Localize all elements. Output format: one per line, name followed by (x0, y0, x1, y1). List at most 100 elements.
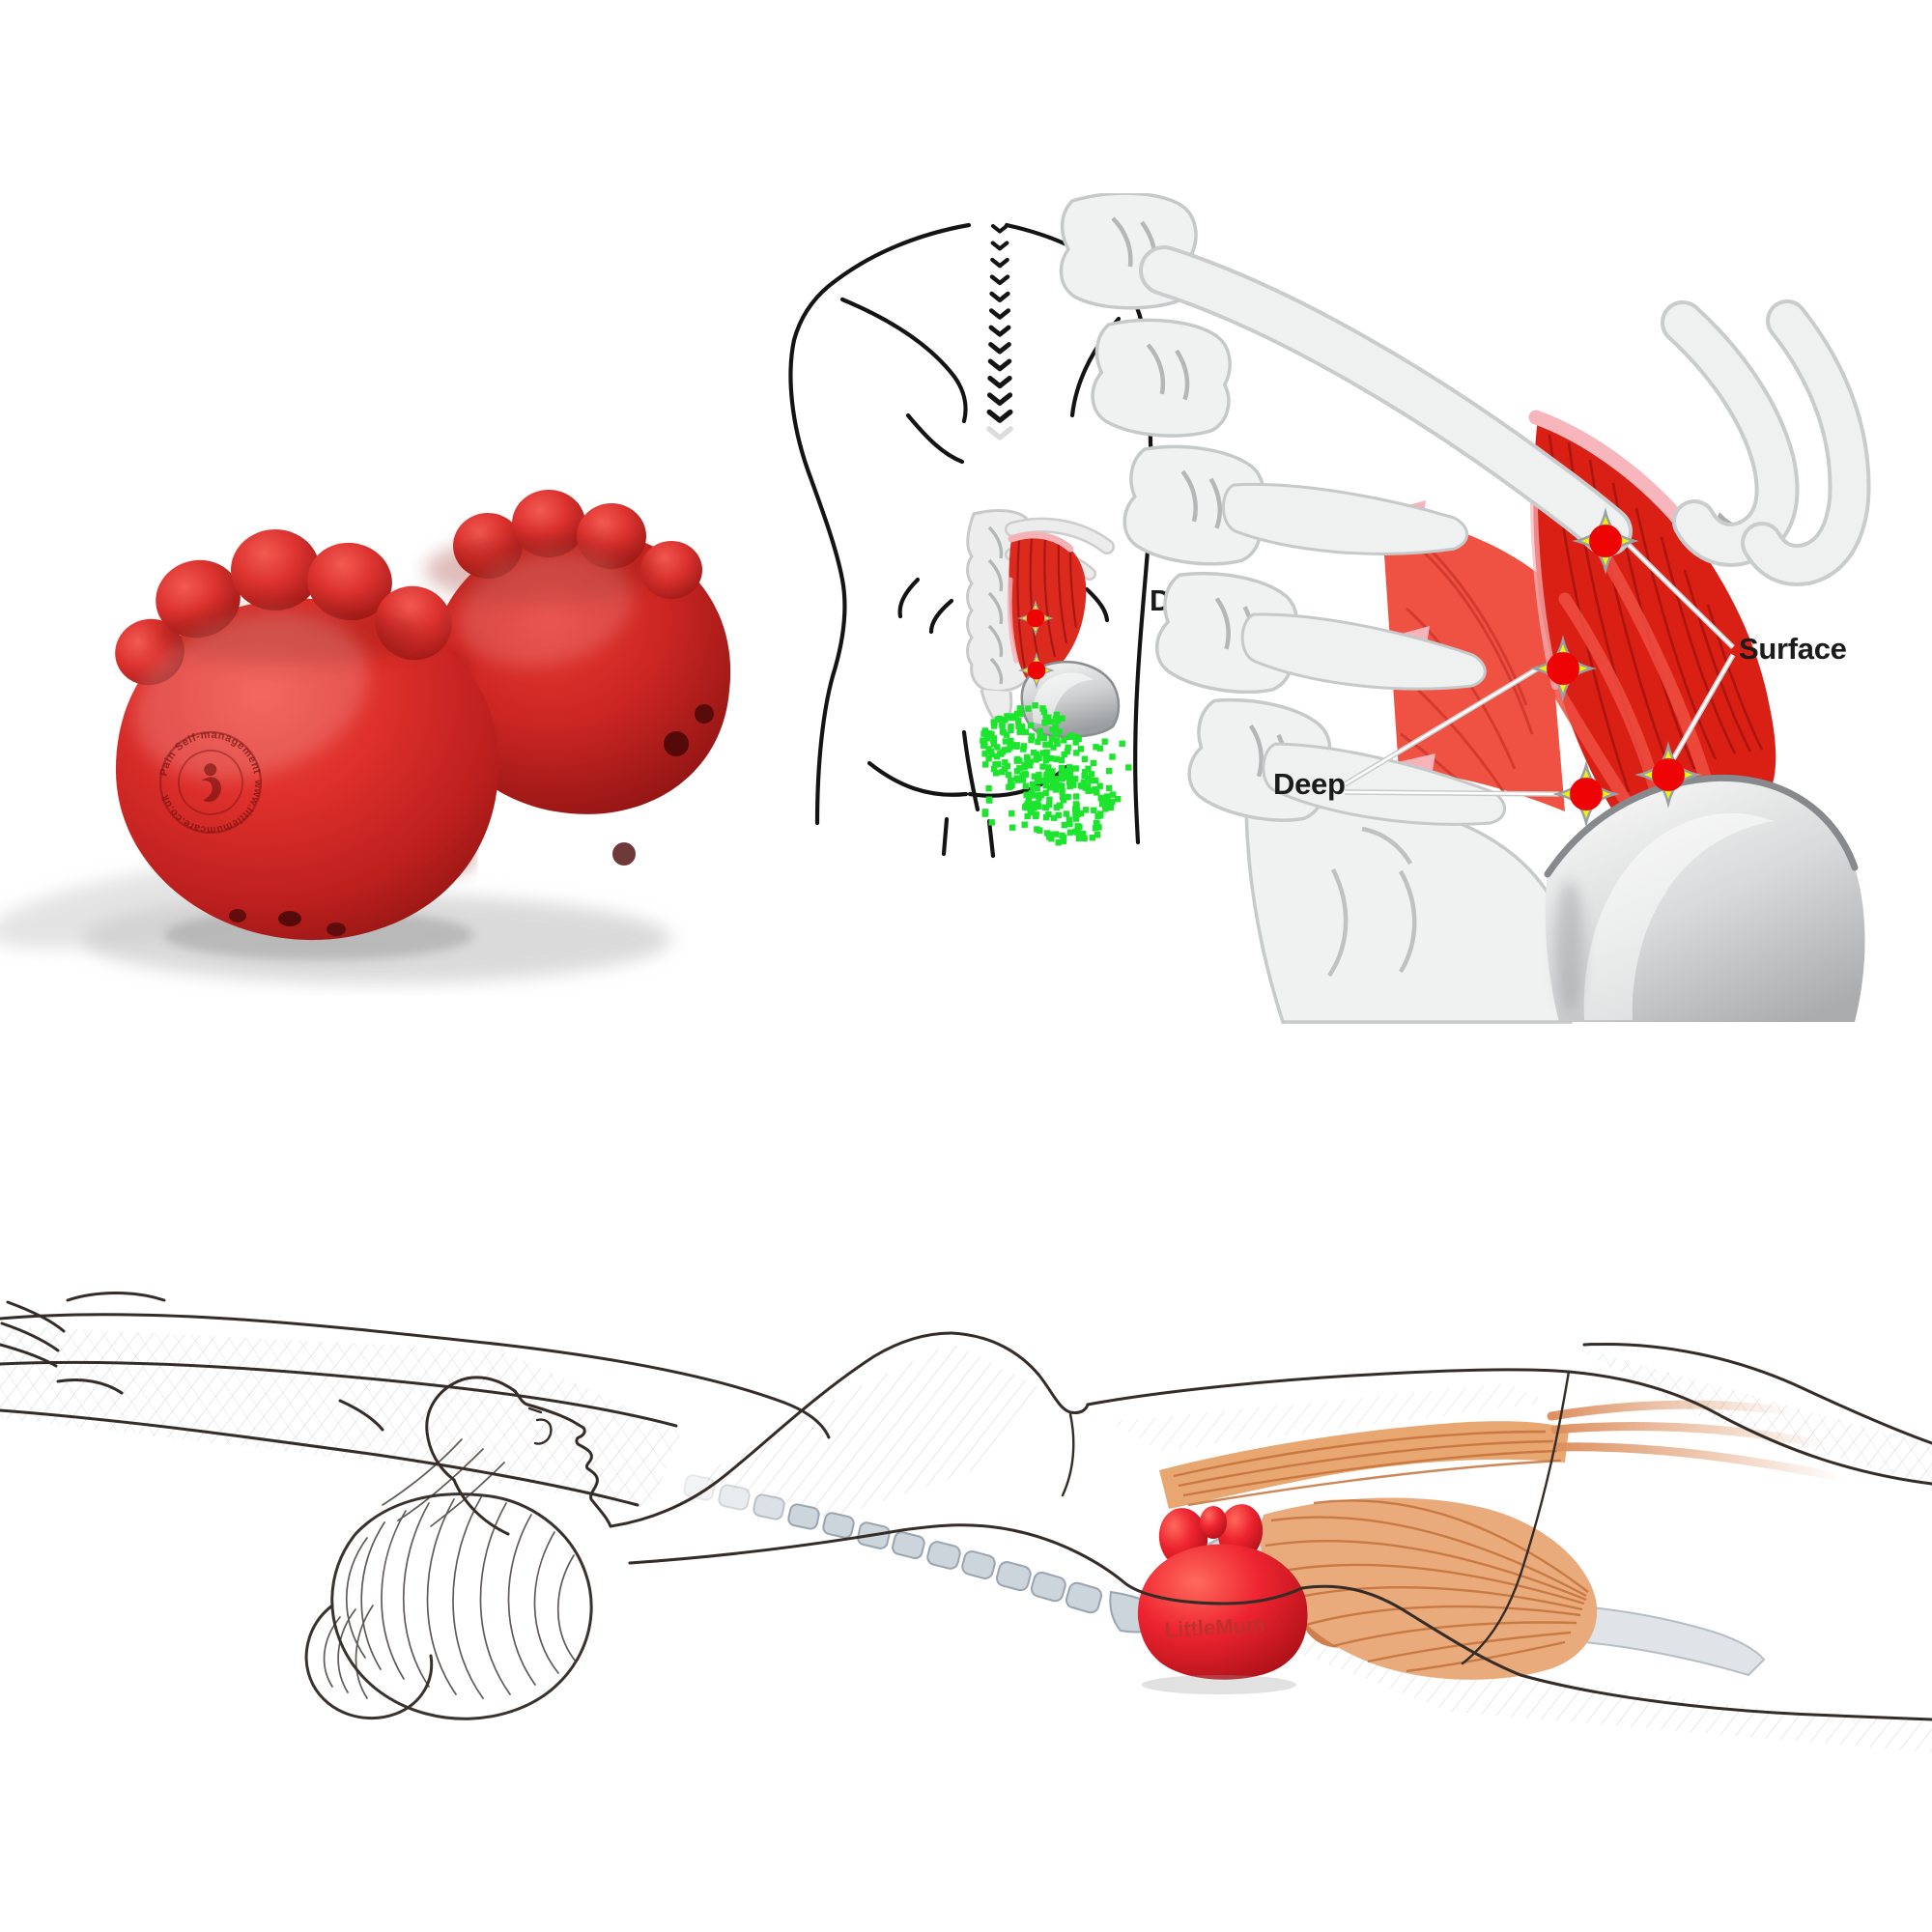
pain-dot (980, 740, 988, 748)
pain-dot (1030, 783, 1037, 790)
lying-body-outline (0, 1292, 1932, 1721)
pain-dot (1053, 737, 1061, 745)
lumbar-vertebrae (1061, 193, 1338, 830)
massage-tool-red-in-use: LittleMum (1137, 1504, 1308, 1694)
pain-dot (1041, 804, 1049, 810)
pain-dot (1042, 714, 1049, 721)
pain-dot (1085, 787, 1092, 794)
pain-dot (1003, 731, 1010, 738)
pain-dot (1034, 784, 1040, 792)
pain-dot (1052, 731, 1059, 738)
pain-dot (1075, 735, 1082, 743)
pain-dot (1080, 779, 1088, 786)
pain-dot (1019, 772, 1026, 779)
pain-dot (996, 751, 1004, 757)
pain-dot (1036, 794, 1042, 801)
back-outline (788, 222, 1153, 859)
pain-dot (1037, 827, 1043, 834)
pain-dot (1094, 789, 1100, 796)
pain-dot (1073, 750, 1080, 756)
pain-dot (981, 742, 988, 749)
pain-dot (1065, 816, 1073, 823)
pain-dot (1046, 770, 1054, 777)
ql-muscle-surface (1528, 410, 1776, 826)
pain-dot (999, 722, 1006, 728)
pain-dot (985, 796, 992, 803)
pain-dot (1027, 758, 1034, 765)
massage-tool-gray-small (1020, 660, 1121, 739)
pain-dot (1082, 784, 1090, 791)
pain-dot (1025, 705, 1032, 712)
pain-dot (983, 735, 990, 742)
ribs (1139, 245, 1871, 586)
pain-dot (1091, 807, 1097, 813)
pain-dot (1040, 708, 1048, 716)
pain-dot (1070, 781, 1077, 788)
pain-dot (1024, 753, 1031, 761)
trigger-point-marker (1575, 510, 1636, 572)
pain-dot (1075, 835, 1083, 841)
pain-dot (1055, 839, 1062, 846)
pain-dot (1085, 765, 1092, 772)
pain-dot (994, 744, 1001, 751)
pain-dot (1023, 802, 1030, 810)
pain-dot (1072, 776, 1079, 782)
pain-dot (1046, 777, 1053, 783)
pain-dot (1060, 838, 1066, 844)
lower-ribs-small (1005, 517, 1115, 581)
pain-dot (999, 749, 1007, 755)
pain-dot (1096, 745, 1103, 752)
pain-dot (1012, 714, 1019, 722)
bone-base-slab (1338, 920, 1855, 1024)
pain-dot (1000, 729, 1008, 736)
pain-dot (1005, 746, 1011, 753)
pain-dot (1002, 738, 1009, 745)
pain-dot (1007, 782, 1013, 790)
pain-dot (1053, 776, 1060, 782)
pain-dot (1056, 728, 1063, 735)
pain-dot (1009, 714, 1015, 722)
pain-dot (1060, 835, 1067, 841)
pain-dot (1072, 739, 1079, 746)
pain-dot (1104, 795, 1111, 802)
pain-dot (1072, 815, 1080, 822)
spine-chevron (987, 375, 1012, 389)
trigger-point-marker (1019, 653, 1054, 688)
pain-dot (1057, 802, 1064, 810)
pain-dot (1008, 724, 1014, 730)
pain-dot (1046, 784, 1053, 791)
pain-dot (1008, 737, 1014, 745)
pain-dot (990, 720, 998, 726)
pain-dot (1052, 780, 1059, 787)
pain-dot (993, 770, 1000, 777)
pain-dot (1045, 714, 1052, 721)
pain-dot (988, 751, 995, 758)
pain-dot (1042, 741, 1049, 749)
spine-chevron (986, 409, 1013, 423)
pain-dot (1019, 777, 1027, 783)
pain-dot (1035, 738, 1041, 746)
massage-tool-gray-large (1544, 774, 1865, 1022)
pain-dot (1103, 793, 1111, 800)
hair-bun (304, 1438, 593, 1720)
pain-dot (1072, 828, 1079, 835)
pain-dot (1007, 744, 1013, 751)
pain-dot (1059, 765, 1065, 772)
pain-dot (1036, 771, 1042, 779)
pain-dot (1028, 722, 1035, 729)
anatomy-deep-label: Deep (1273, 767, 1346, 801)
pain-dot (1065, 764, 1073, 771)
pain-dot (1074, 829, 1081, 836)
pain-dot (1043, 749, 1050, 755)
pain-dot (1049, 726, 1056, 733)
pain-dot (1059, 832, 1065, 839)
svg-text:www.littlemumcare.co.uk: www.littlemumcare.co.uk (159, 770, 274, 847)
pain-dot (1022, 804, 1029, 810)
pain-dot (1016, 710, 1023, 718)
pain-dot (1051, 814, 1058, 821)
pain-dot (1077, 810, 1085, 817)
pain-dot (1059, 788, 1065, 795)
pain-dot (1096, 782, 1103, 789)
spine-chevron (988, 325, 1011, 337)
